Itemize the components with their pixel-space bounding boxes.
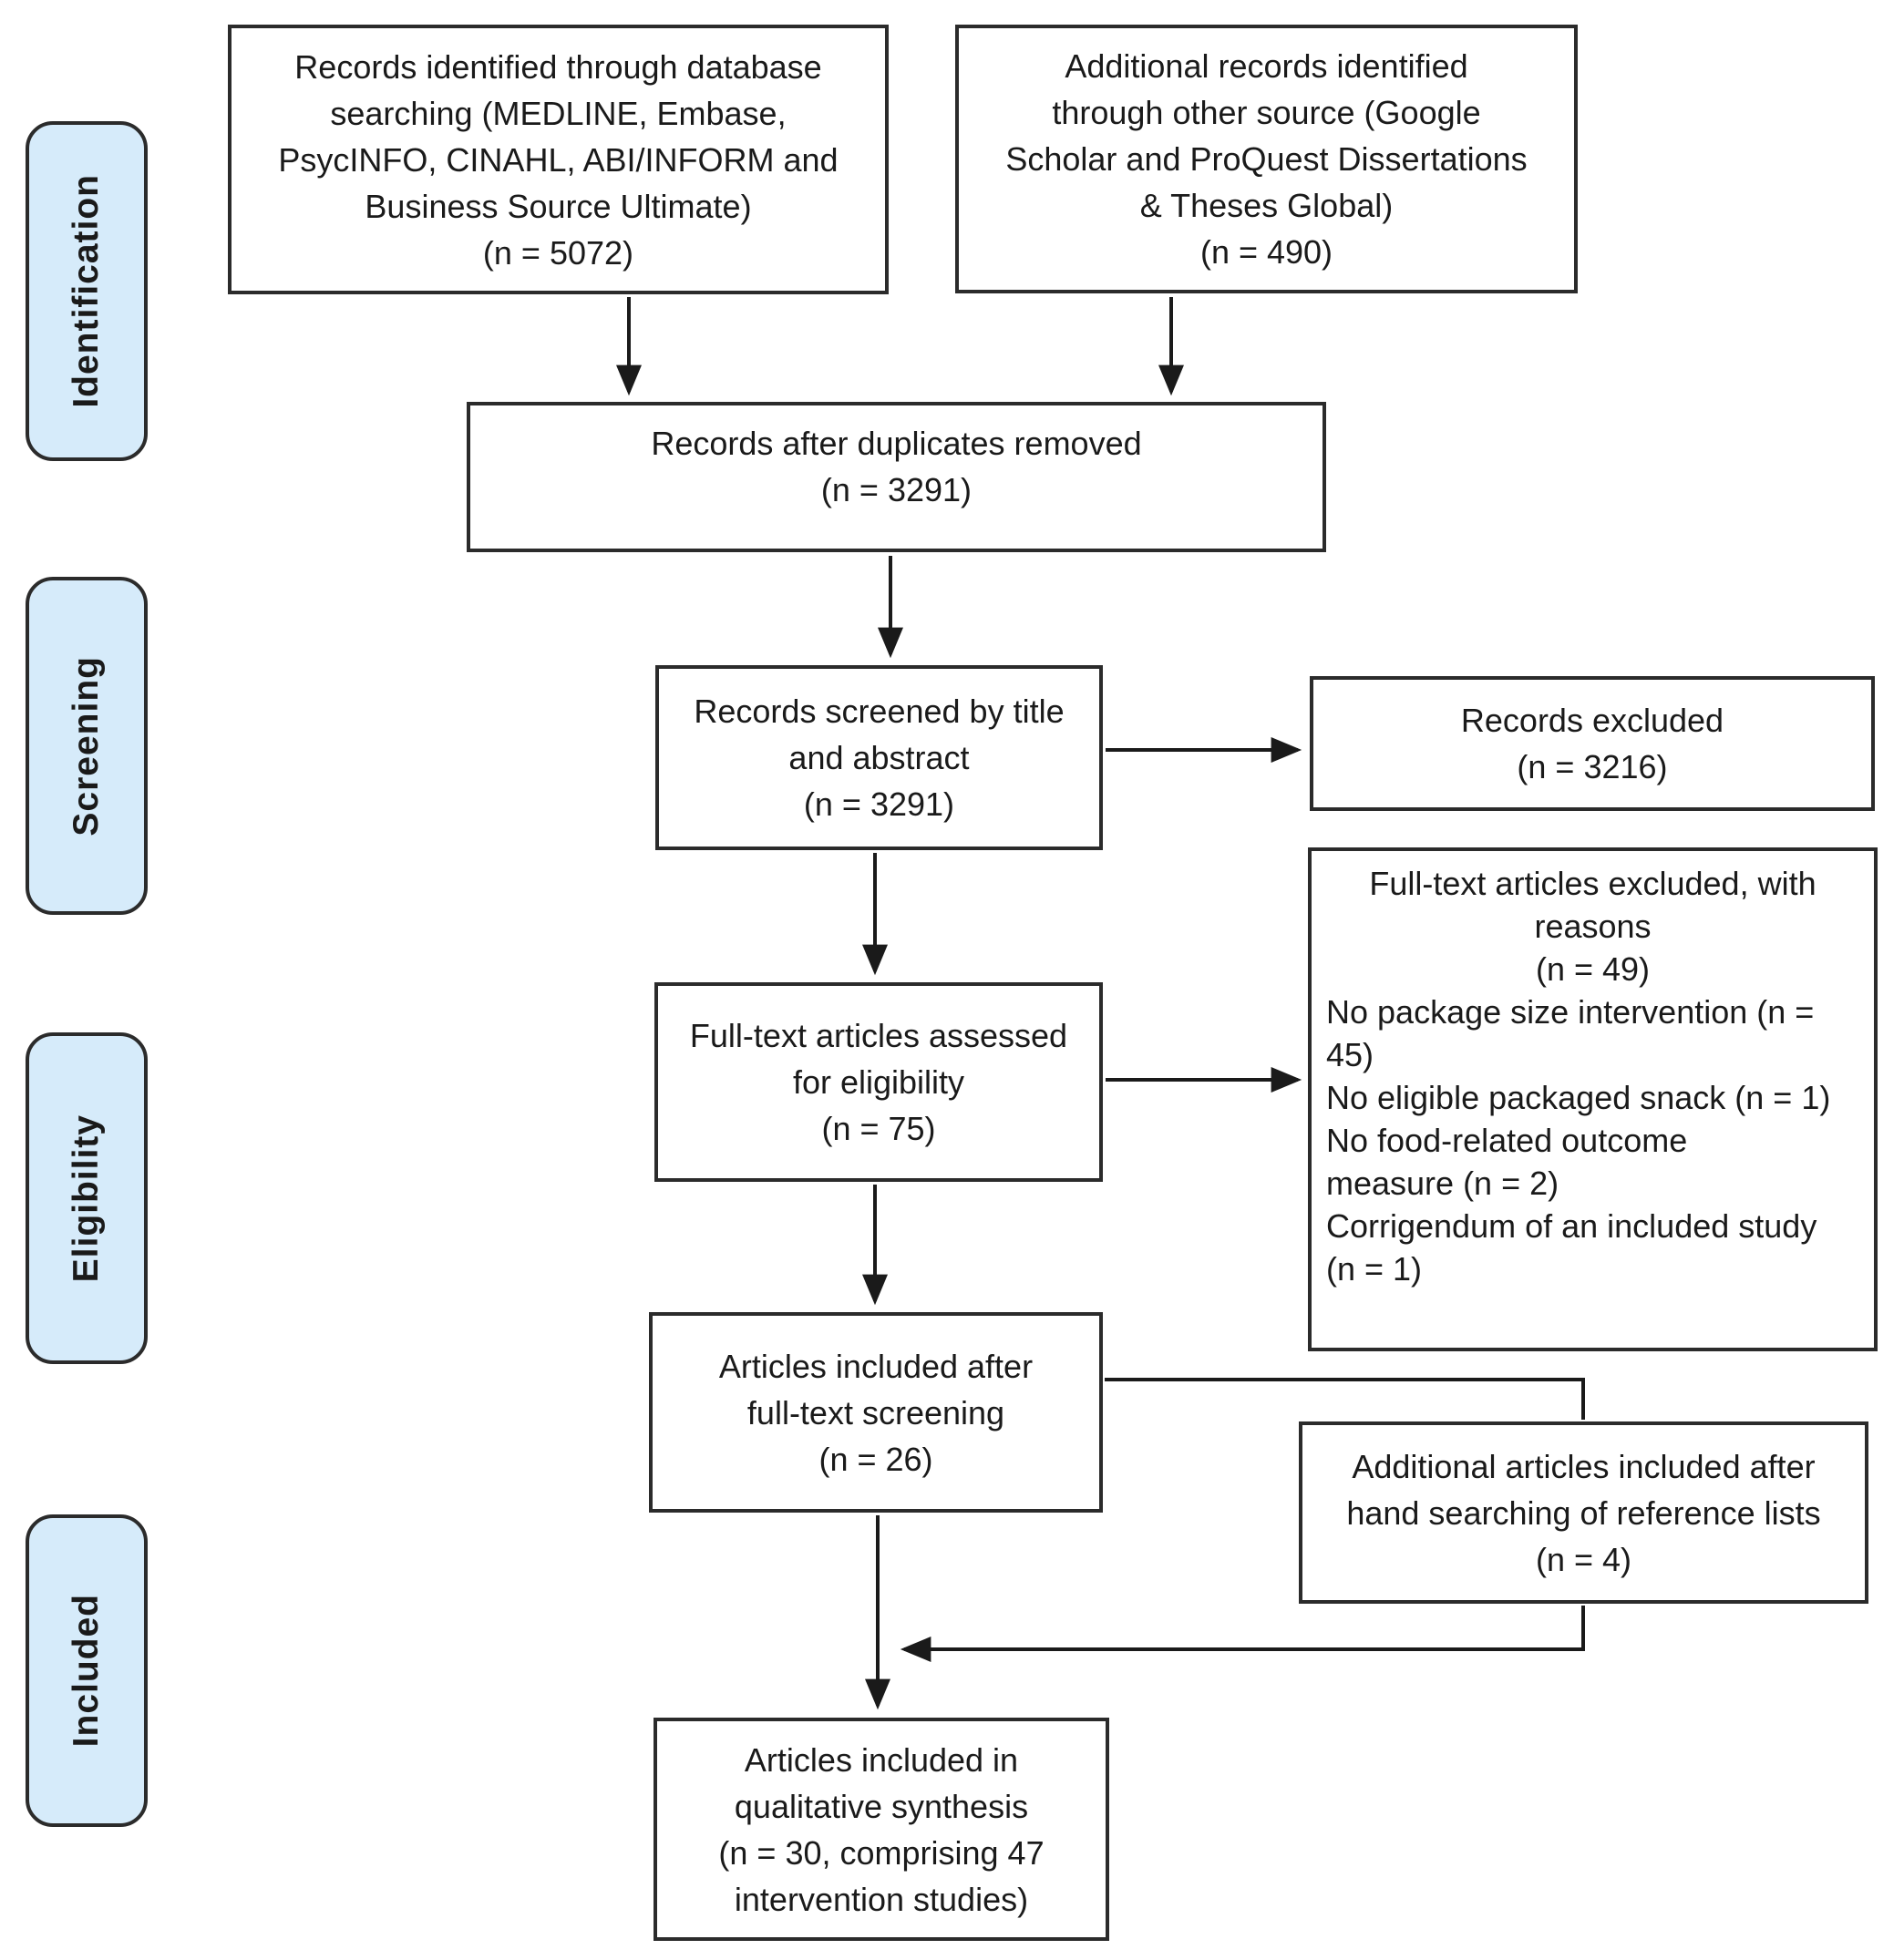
fulltext-excluded-reason-list: No package size intervention (n = 45) No…	[1326, 993, 1831, 1288]
connector-included-to-handsearch	[1105, 1378, 1585, 1420]
box-fulltext-assessed: Full-text articles assessed for eligibil…	[654, 982, 1103, 1182]
box-included-after-fulltext: Articles included after full-text screen…	[649, 1312, 1103, 1513]
box-duplicates-removed: Records after duplicates removed (n = 32…	[467, 402, 1326, 552]
stage-label-eligibility: Eligibility	[26, 1032, 148, 1364]
stage-label-screening: Screening	[26, 577, 148, 915]
stage-label-included-text: Included	[67, 1594, 106, 1748]
box-additional-records-other-source: Additional records identified through ot…	[955, 25, 1578, 293]
fulltext-excluded-title: Full-text articles excluded, with reason…	[1369, 865, 1817, 988]
box-additional-hand-search: Additional articles included after hand …	[1299, 1421, 1868, 1604]
stage-label-identification: Identification	[26, 121, 148, 461]
box-records-excluded: Records excluded (n = 3216)	[1310, 676, 1875, 811]
stage-label-identification-text: Identification	[67, 174, 106, 408]
stage-label-screening-text: Screening	[67, 655, 106, 836]
stage-label-included: Included	[26, 1514, 148, 1827]
box-qualitative-synthesis: Articles included in qualitative synthes…	[654, 1718, 1109, 1941]
box-fulltext-excluded-reasons: Full-text articles excluded, with reason…	[1308, 847, 1878, 1351]
box-records-identified-database: Records identified through database sear…	[228, 25, 889, 294]
stage-label-eligibility-text: Eligibility	[67, 1113, 106, 1283]
arrow-handsearch-to-mainflow	[900, 1606, 1585, 1662]
box-records-screened: Records screened by title and abstract (…	[655, 665, 1103, 850]
